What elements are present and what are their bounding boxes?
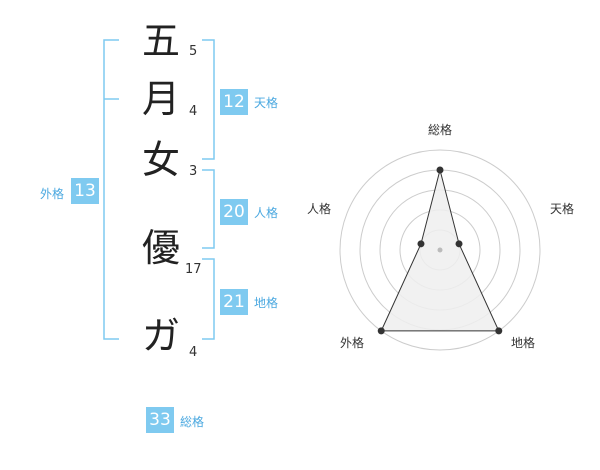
stroke-count-2: 4 bbox=[189, 104, 198, 119]
gaikaku-label: 外格 bbox=[40, 187, 65, 201]
tenkaku-label: 天格 bbox=[254, 96, 279, 110]
name-char-4: 優 bbox=[141, 226, 180, 270]
jinkaku-badge: 20 bbox=[220, 199, 248, 225]
stroke-count-1: 5 bbox=[189, 44, 198, 59]
name-char-1: 五 bbox=[141, 19, 180, 63]
radar-axis-label-gaikaku: 外格 bbox=[340, 336, 365, 350]
gaikaku-badge: 13 bbox=[71, 178, 99, 204]
stroke-count-5: 4 bbox=[189, 345, 198, 360]
soukaku-label: 総格 bbox=[180, 415, 205, 429]
radar-point-5 bbox=[417, 240, 425, 248]
name-char-5: ガ bbox=[141, 314, 180, 358]
radar-point-2 bbox=[455, 240, 463, 248]
chikaku-bracket bbox=[202, 258, 215, 340]
radar-axis-label-jinkaku: 人格 bbox=[307, 202, 332, 216]
soukaku-badge: 33 bbox=[146, 407, 174, 433]
chikaku-label: 地格 bbox=[254, 296, 279, 310]
outer-bracket bbox=[103, 39, 119, 340]
jinkaku-bracket bbox=[202, 169, 215, 249]
jinkaku-label: 人格 bbox=[254, 206, 279, 220]
name-char-3: 女 bbox=[141, 138, 180, 182]
name-char-2: 月 bbox=[141, 77, 180, 121]
stroke-count-3: 3 bbox=[189, 164, 198, 179]
radar-center-point bbox=[437, 247, 443, 253]
radar-point-4 bbox=[377, 327, 385, 335]
radar-grid-ring bbox=[339, 149, 541, 351]
chikaku-badge: 21 bbox=[220, 289, 248, 315]
radar-axis-label-soukaku: 総格 bbox=[428, 123, 453, 137]
stroke-count-4: 17 bbox=[185, 262, 202, 277]
radar-axis-label-chikaku: 地格 bbox=[511, 336, 536, 350]
tenkaku-bracket bbox=[202, 39, 215, 160]
radar-point-3 bbox=[495, 327, 503, 335]
radar-point-1 bbox=[436, 166, 444, 174]
tenkaku-badge: 12 bbox=[220, 89, 248, 115]
radar-axis-label-tenkaku: 天格 bbox=[550, 202, 575, 216]
